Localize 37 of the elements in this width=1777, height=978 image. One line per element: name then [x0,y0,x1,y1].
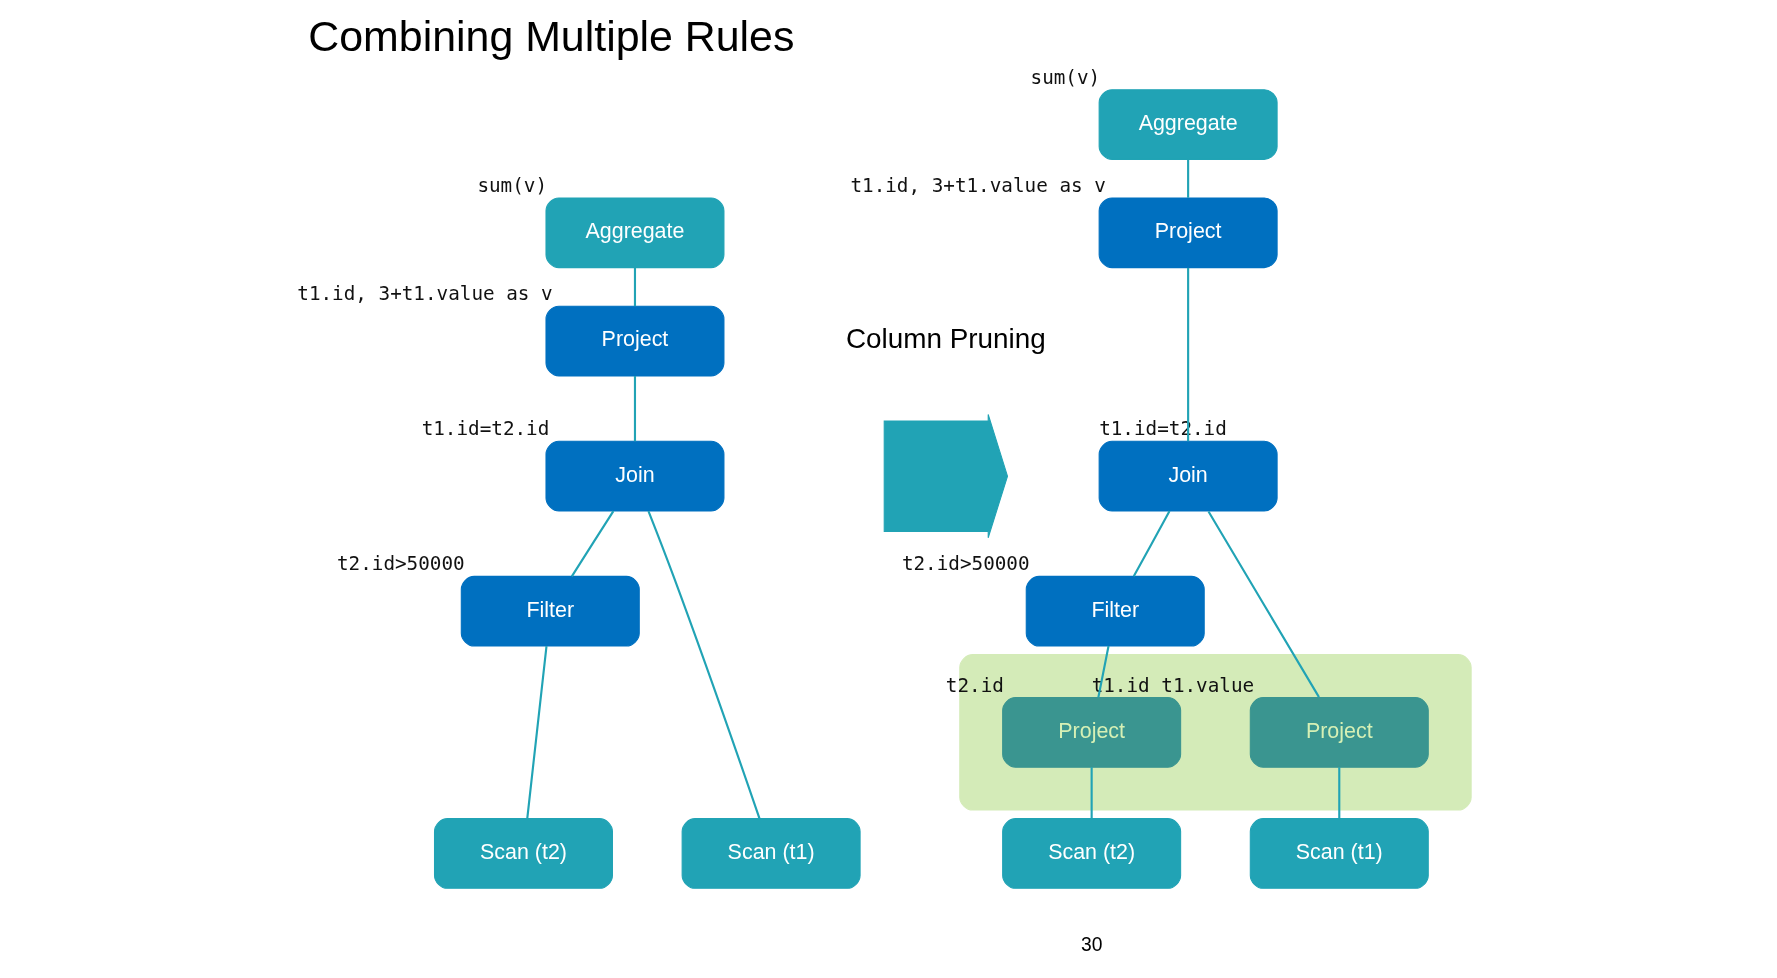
connector [1338,767,1341,819]
node-box: Project [1098,197,1278,269]
node-box: Aggregate [545,197,725,269]
node-box: Scan (t1) [681,818,861,889]
node-box: Filter [1025,575,1205,647]
node-label: t2.id>50000 [336,552,465,576]
connector [647,510,761,819]
node-label: t2.id>50000 [901,552,1030,576]
node-box: Project [1249,696,1429,768]
node-box: Scan (t2) [1002,818,1182,889]
label: Column Pruning [845,322,1046,354]
connector [1207,510,1320,698]
connector [633,376,637,442]
node-box: Aggregate [1098,89,1278,160]
connector [570,510,615,577]
node-box: Join [1098,440,1278,512]
node-label: t1.id, 3+t1.value as v [297,282,553,306]
diagram-title: Combining Multiple Rules [308,12,795,61]
node-box: Filter [460,575,640,647]
connector [1090,767,1093,819]
connector [633,267,637,307]
connector [1187,159,1190,198]
connector [526,646,548,819]
node-box: Project [1002,696,1182,768]
node-box: Scan (t2) [433,818,613,889]
node-label: t1.id=t2.id [421,417,550,441]
label: 30 [1080,933,1103,955]
node-label: sum(v) [477,173,548,197]
node-box: Scan (t1) [1249,818,1429,889]
connector [1187,267,1190,442]
node-label: sum(v) [1030,65,1101,89]
node-box: Join [545,440,725,512]
node-box: Project [545,305,725,377]
node-label: t1.id, 3+t1.value as v [850,173,1106,197]
connector [1132,510,1171,577]
node-arrow [883,413,1009,539]
node-label: t2.id [945,673,1004,697]
